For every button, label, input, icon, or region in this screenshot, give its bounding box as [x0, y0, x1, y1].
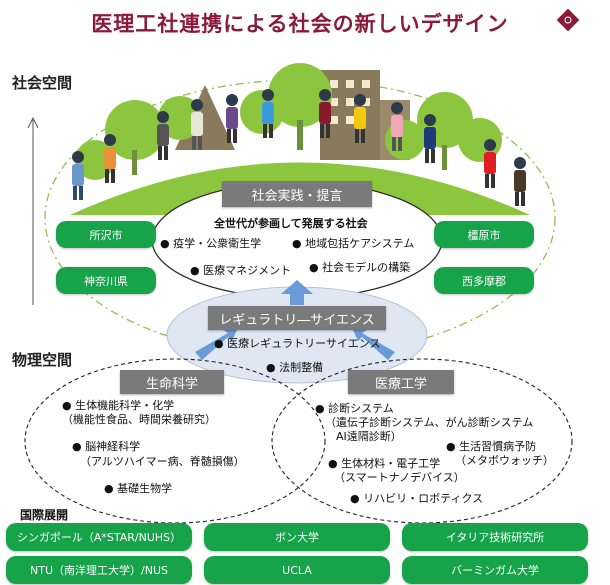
social-space-label: 社会空間: [12, 74, 73, 92]
med-item-label: 生活習慣病予防: [459, 440, 537, 453]
social-item-label: 疫学・公衆衛生学: [173, 237, 262, 250]
med-item-lifestyle: ● 生活習慣病予防: [446, 440, 537, 453]
partner-bonn: ボン大学: [204, 523, 390, 551]
life-item-neuroscience: ● 脳神経科学: [72, 440, 141, 453]
life-item-label: 基礎生物学: [117, 482, 173, 495]
med-item-label: 診断システム: [328, 402, 394, 415]
regulatory-item-medical: ● 医療レギュラトリーサイエンス: [214, 337, 381, 350]
med-item-label: リハビリ・ロボティクス: [363, 492, 484, 505]
physical-space-label: 物理空間: [12, 351, 73, 369]
med-item-rehab: ● リハビリ・ロボティクス: [350, 492, 484, 505]
city-nishitama: 西多摩郡: [434, 267, 534, 294]
social-item-label: 医療マネジメント: [203, 264, 292, 277]
page-title: 医理工社連携による社会の新しいデザイン: [91, 12, 509, 36]
social-item-label: 地域包括ケアシステム: [305, 237, 415, 250]
trees: [75, 63, 502, 180]
life-item-bio-function: ● 生体機能科学・化学: [62, 399, 175, 412]
life-science-ellipse: [24, 358, 326, 524]
partner-ucla: UCLA: [204, 556, 390, 584]
social-practice-header: 社会実践・提言: [222, 181, 372, 207]
med-item-materials: ● 生体材料・電子工学: [328, 457, 441, 470]
life-science-header: 生命科学: [120, 370, 224, 394]
med-item-diagnosis: ● 診断システム: [315, 402, 394, 415]
people: [72, 89, 526, 206]
life-item-basic-biology: ● 基礎生物学: [104, 482, 173, 495]
med-item-materials-detail: （スマートナノデバイス）: [334, 471, 465, 484]
partner-iit: イタリア技術研究所: [402, 523, 588, 551]
regulatory-item-label: 医療レギュラトリーサイエンス: [227, 337, 381, 350]
regulatory-science-header: レギュラトリ―サイエンス: [208, 306, 386, 330]
life-item-bio-function-detail: （機能性食品、時間栄養研究）: [62, 413, 216, 426]
green-dashed-ellipse: [44, 79, 556, 357]
city-kashihara: 橿原市: [434, 221, 534, 248]
med-item-diagnosis-ai: AI遠隔診断）: [336, 430, 402, 443]
city-kanagawa: 神奈川県: [56, 267, 156, 294]
social-item-community-care: ● 地域包括ケアシステム: [292, 237, 415, 250]
vertical-axis-arrow: [27, 116, 39, 305]
med-item-lifestyle-detail: （メタボウォッチ）: [455, 454, 554, 467]
partner-birmingham: バーミンガム大学: [402, 556, 588, 584]
med-item-label: 生体材料・電子工学: [341, 457, 441, 470]
med-item-diagnosis-detail: （遺伝子診断システム、がん診断システム: [325, 416, 534, 429]
regulatory-item-label: 法制整備: [279, 361, 324, 374]
medical-engineering-header: 医療工学: [348, 370, 454, 394]
city-tokorozawa: 所沢市: [56, 221, 156, 248]
arrow-up-icon: [281, 280, 313, 305]
partner-ntu-nus: NTU（南洋理工大学）/NUS: [6, 556, 192, 584]
partner-singapore: シンガポール（A*STAR/NUHS）: [6, 523, 192, 551]
medical-engineering-ellipse: [271, 358, 573, 524]
international-title: 国際展開: [20, 508, 69, 522]
life-item-label: 脳神経科学: [85, 440, 141, 453]
arrow-up-right-icon: [350, 323, 395, 360]
regulatory-item-legal: ● 法制整備: [266, 361, 324, 374]
social-item-label: 社会モデルの構築: [322, 261, 411, 274]
arrow-up-left-icon: [195, 323, 240, 360]
social-item-epidemiology: ● 疫学・公衆衛生学: [160, 237, 262, 250]
social-item-medical-management: ● 医療マネジメント: [190, 264, 292, 277]
social-item-social-model: ● 社会モデルの構築: [309, 261, 411, 274]
life-item-neuroscience-detail: （アルツハイマー病、脊髄損傷）: [80, 455, 245, 468]
social-practice-subtitle: 全世代が参画して発展する社会: [214, 217, 368, 230]
life-item-label: 生体機能科学・化学: [75, 399, 175, 412]
